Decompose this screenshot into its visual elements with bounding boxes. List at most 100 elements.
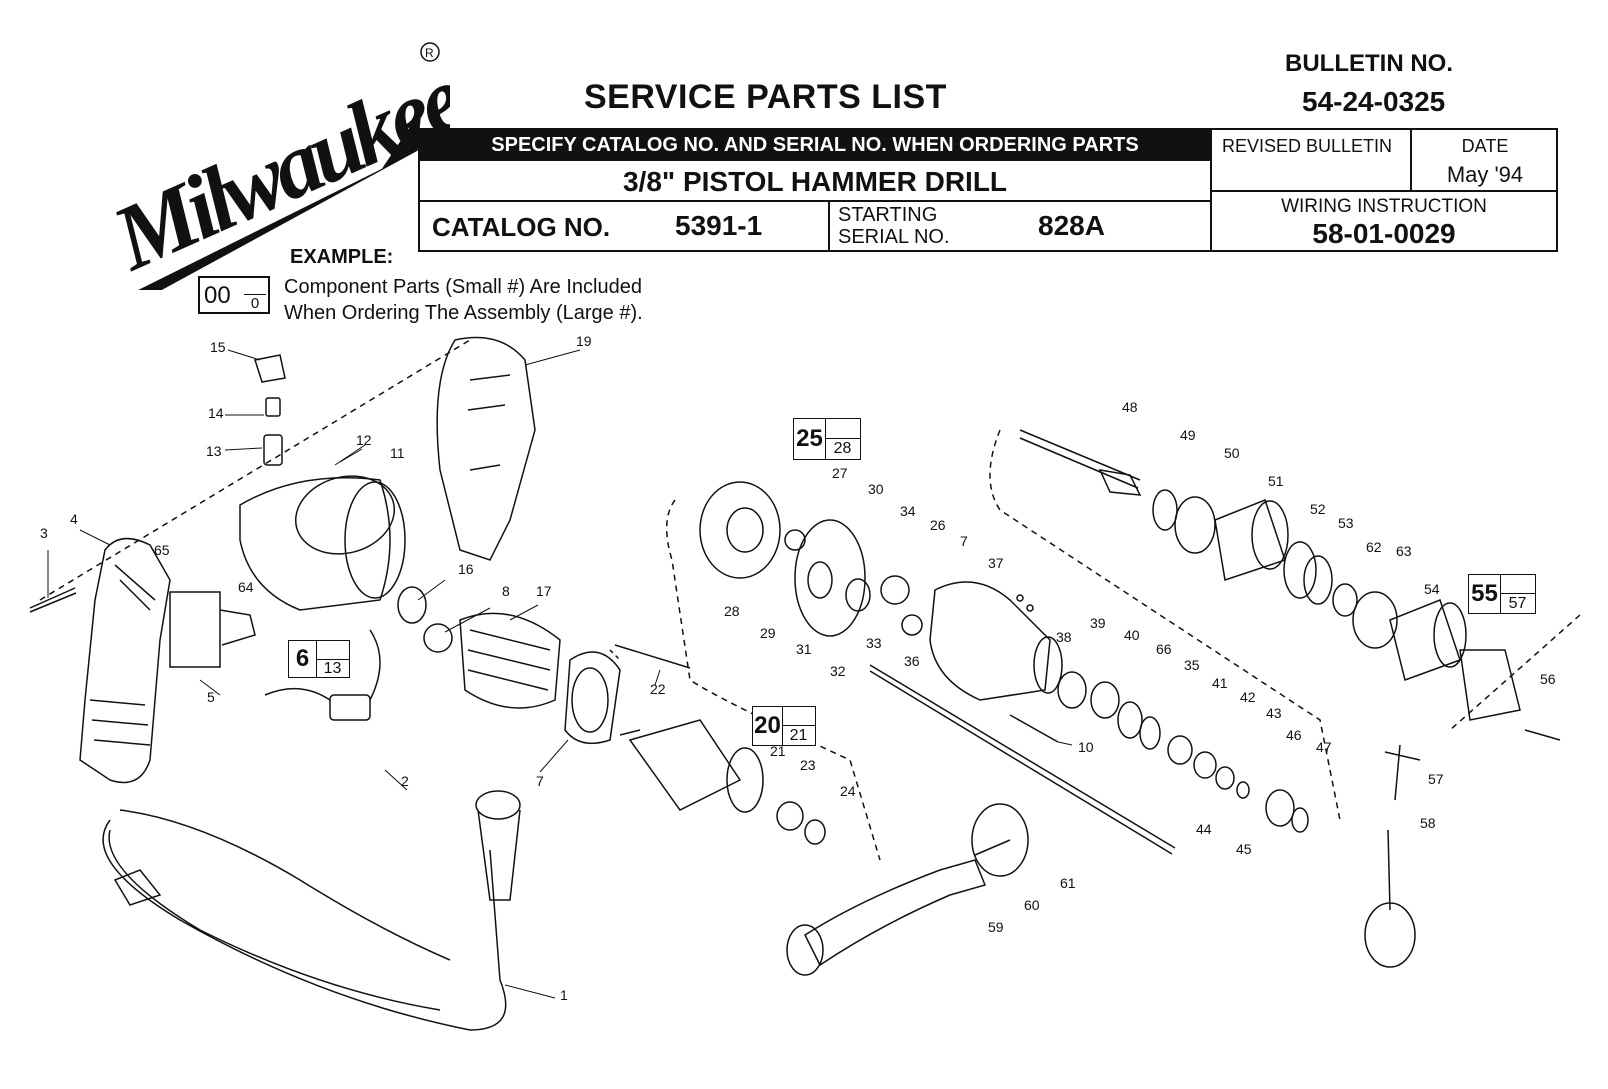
part-label-5: 5 bbox=[207, 689, 215, 705]
example-small-number: 0 bbox=[244, 294, 266, 312]
bulletin-label: BULLETIN NO. bbox=[1285, 50, 1453, 77]
part-label-56: 56 bbox=[1540, 671, 1556, 687]
catalog-cell: CATALOG NO. 5391-1 bbox=[420, 202, 830, 250]
example-text-line1: Component Parts (Small #) Are Included bbox=[284, 276, 642, 298]
part-label-23: 23 bbox=[800, 757, 816, 773]
assembly-small-number: 28 bbox=[825, 438, 860, 459]
part-label-66: 66 bbox=[1156, 641, 1172, 657]
part-label-11: 11 bbox=[390, 445, 405, 461]
assembly-box-20: 20 21 bbox=[752, 706, 816, 746]
part-label-39: 39 bbox=[1090, 615, 1106, 631]
part-label-1: 1 bbox=[560, 987, 568, 1003]
revised-bulletin-cell: REVISED BULLETIN bbox=[1212, 130, 1412, 192]
wiring-instruction-number: 58-01-0029 bbox=[1312, 218, 1456, 249]
catalog-label: CATALOG NO. bbox=[432, 212, 611, 242]
part-label-29: 29 bbox=[760, 625, 776, 641]
catalog-number: 5391-1 bbox=[675, 210, 763, 241]
part-label-9: 7 bbox=[536, 773, 544, 789]
part-label-32: 32 bbox=[830, 663, 846, 679]
page-title: SERVICE PARTS LIST bbox=[584, 78, 947, 116]
part-label-63: 63 bbox=[1396, 543, 1412, 559]
part-label-43: 43 bbox=[1266, 705, 1282, 721]
assembly-big-number: 25 bbox=[794, 419, 826, 459]
part-label-59: 59 bbox=[988, 919, 1004, 935]
part-label-31: 31 bbox=[796, 641, 812, 657]
assembly-big-number: 20 bbox=[753, 707, 783, 745]
part-label-27: 27 bbox=[832, 465, 848, 481]
assembly-box-6: 6 13 bbox=[288, 640, 350, 678]
part-label-16: 16 bbox=[458, 561, 474, 577]
part-label-42: 42 bbox=[1240, 689, 1256, 705]
part-label-40: 40 bbox=[1124, 627, 1140, 643]
part-label-50: 50 bbox=[1224, 445, 1240, 461]
assembly-box-55: 55 57 bbox=[1468, 574, 1536, 614]
example-label: EXAMPLE: bbox=[290, 246, 394, 268]
part-label-26: 26 bbox=[930, 517, 946, 533]
assembly-small-number: 21 bbox=[782, 725, 815, 745]
header-table: SPECIFY CATALOG NO. AND SERIAL NO. WHEN … bbox=[418, 128, 1558, 252]
product-name: 3/8" PISTOL HAMMER DRILL bbox=[420, 161, 1210, 202]
example-assembly-box: 00 0 bbox=[198, 276, 270, 314]
part-label-36: 37 bbox=[988, 555, 1004, 571]
part-label-38: 38 bbox=[1056, 629, 1072, 645]
part-label-54: 54 bbox=[1424, 581, 1440, 597]
part-label-8: 8 bbox=[502, 583, 510, 599]
assembly-big-number: 55 bbox=[1469, 575, 1501, 613]
part-label-13: 13 bbox=[206, 443, 222, 459]
part-label-64: 64 bbox=[238, 579, 254, 595]
milwaukee-logo: Milwaukee R bbox=[97, 42, 450, 290]
wiring-instruction-label: WIRING INSTRUCTION bbox=[1281, 196, 1487, 217]
part-label-61: 61 bbox=[1060, 875, 1076, 891]
part-label-35: 35 bbox=[1184, 657, 1200, 673]
part-label-37: 36 bbox=[904, 653, 920, 669]
bulletin-info-cells: REVISED BULLETIN DATE May '94 WIRING INS… bbox=[1210, 130, 1558, 250]
part-label-22: 22 bbox=[650, 681, 666, 697]
date-label: DATE bbox=[1461, 136, 1509, 156]
part-label-15: 15 bbox=[210, 339, 226, 355]
part-label-44: 44 bbox=[1196, 821, 1212, 837]
part-label-41: 41 bbox=[1212, 675, 1228, 691]
handle-housing-shape bbox=[79, 537, 171, 784]
part-label-4: 4 bbox=[70, 511, 78, 527]
assembly-small-number: 13 bbox=[316, 659, 349, 677]
date-value: May '94 bbox=[1446, 162, 1524, 187]
specify-banner: SPECIFY CATALOG NO. AND SERIAL NO. WHEN … bbox=[420, 130, 1210, 161]
part-label-10: 10 bbox=[1078, 739, 1094, 755]
serial-number: 828A bbox=[1038, 210, 1105, 241]
part-number-labels: 15 14 13 12 11 19 3 4 65 64 5 16 8 17 2 … bbox=[40, 333, 1556, 1003]
part-label-46: 46 bbox=[1286, 727, 1302, 743]
revised-bulletin-label: REVISED BULLETIN bbox=[1222, 136, 1393, 156]
part-label-14: 14 bbox=[208, 405, 224, 421]
part-label-7: 7 bbox=[960, 533, 968, 549]
part-label-47: 47 bbox=[1316, 739, 1332, 755]
part-label-62: 62 bbox=[1366, 539, 1382, 555]
part-label-33: 33 bbox=[866, 635, 882, 651]
part-label-52: 52 bbox=[1310, 501, 1326, 517]
part-label-65: 65 bbox=[154, 542, 170, 558]
part-label-17: 19 bbox=[576, 333, 592, 349]
part-label-28: 28 bbox=[724, 603, 740, 619]
part-label-2: 2 bbox=[401, 773, 409, 789]
assembly-small-number: 57 bbox=[1500, 593, 1535, 613]
part-label-30: 30 bbox=[868, 481, 884, 497]
part-label-49: 49 bbox=[1180, 427, 1196, 443]
serial-cell: STARTING SERIAL NO. 828A bbox=[830, 202, 1210, 250]
example-text-line2: When Ordering The Assembly (Large #). bbox=[284, 302, 643, 324]
serial-label-line1: STARTING bbox=[838, 204, 938, 226]
bulletin-number: 54-24-0325 bbox=[1302, 86, 1446, 117]
part-label-24: 24 bbox=[840, 783, 856, 799]
part-label-3: 3 bbox=[40, 525, 48, 541]
example-big-number: 00 bbox=[204, 282, 231, 309]
part-label-58: 58 bbox=[1420, 815, 1436, 831]
part-label-60: 60 bbox=[1024, 897, 1040, 913]
part-label-57: 57 bbox=[1428, 771, 1444, 787]
part-label-21: 21 bbox=[770, 743, 786, 759]
assembly-big-number: 6 bbox=[289, 641, 317, 677]
part-label-53: 53 bbox=[1338, 515, 1354, 531]
date-cell: DATE May '94 bbox=[1412, 130, 1558, 192]
svg-text:R: R bbox=[425, 46, 434, 60]
part-label-12: 12 bbox=[356, 432, 372, 448]
serial-label-line2: SERIAL NO. bbox=[838, 226, 950, 248]
part-label-34: 34 bbox=[900, 503, 916, 519]
